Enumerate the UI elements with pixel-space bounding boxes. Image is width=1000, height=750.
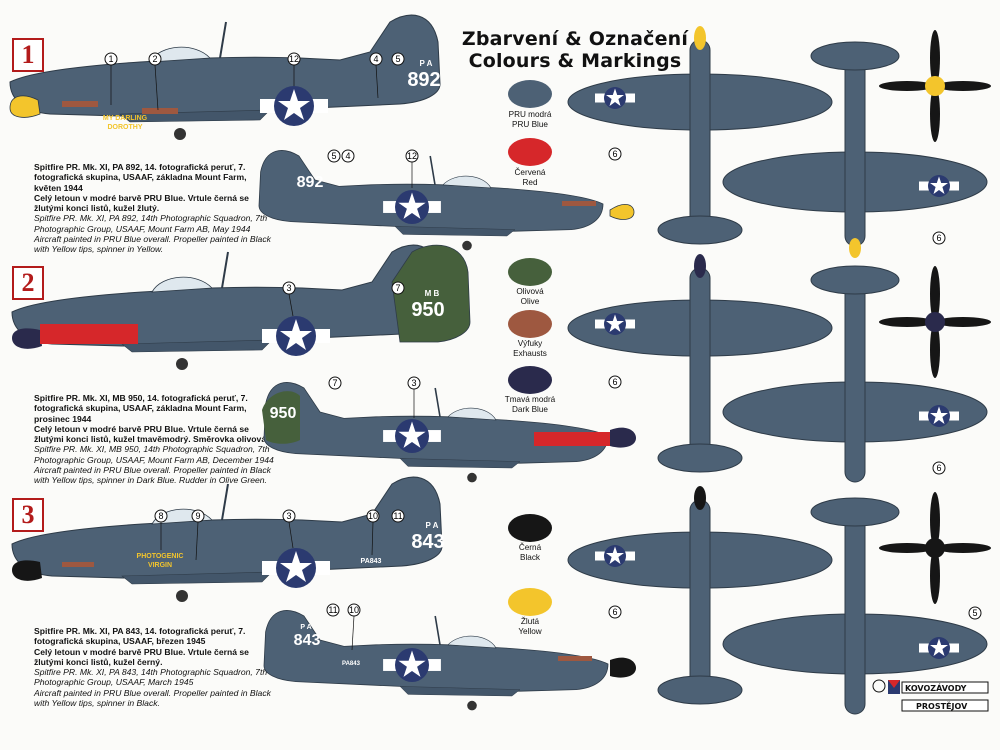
top-views: 6 6 6 [567,26,833,705]
svg-text:P A: P A [420,59,433,68]
scheme-badge-2: 2 [12,266,44,300]
svg-text:PHOTOGENIC: PHOTOGENIC [137,553,184,560]
title-english: Colours & Markings [468,50,682,72]
scheme-2-description: Spitfire PR. Mk. XI, MB 950, 14. fotogra… [34,393,274,486]
svg-text:11: 11 [393,511,402,521]
svg-text:M B: M B [425,289,440,298]
svg-text:11: 11 [328,605,337,615]
propeller-1 [879,30,991,142]
title-czech: Zbarvení & Označení [461,28,689,50]
svg-text:P A: P A [300,624,311,631]
scheme-3-description: Spitfire PR. Mk. XI, PA 843, 14. fotogra… [34,626,271,709]
svg-text:VIRGIN: VIRGIN [148,562,172,569]
svg-text:6: 6 [612,607,617,617]
svg-text:4: 4 [345,151,350,161]
svg-text:892: 892 [297,174,324,191]
swatch-red [508,138,552,166]
swatch-olive [508,258,552,286]
scheme-2-left-profile: 950 M B 3 7 [11,244,471,371]
scheme-badge-3: 3 [12,498,44,532]
svg-text:6: 6 [612,377,617,387]
svg-text:8: 8 [158,511,163,521]
logo-emblem-icon [872,679,989,712]
svg-text:5: 5 [331,151,336,161]
scheme-1-left-profile: MY DARLING DOROTHY 892 P A [9,14,441,141]
swatch-pru-blue [508,80,552,108]
svg-text:3: 3 [286,511,291,521]
scheme-2-right-profile: 950 7 3 [262,376,636,484]
aircraft-code-892: 892 [407,69,440,91]
swatch-yellow [508,588,552,616]
svg-text:843: 843 [294,632,321,649]
scheme-1-right-profile: 892 5 4 12 [258,149,635,252]
svg-text:3: 3 [286,283,291,293]
svg-text:6: 6 [612,149,617,159]
svg-text:2: 2 [152,54,157,64]
svg-text:1: 1 [108,54,113,64]
logo-line-2: PROSTĚJOV [916,702,968,711]
svg-text:4: 4 [373,54,378,64]
svg-text:12: 12 [289,54,299,64]
svg-text:5: 5 [395,54,400,64]
scheme-1-callouts: 1 2 12 4 5 [104,52,405,111]
svg-text:5: 5 [972,608,977,618]
svg-text:3: 3 [411,378,416,388]
svg-text:PA843: PA843 [361,558,382,565]
logo-line-1: KOVOZÁVODY [905,684,967,693]
scheme-badge-1: 1 [12,38,44,72]
svg-text:843: 843 [411,531,444,553]
svg-text:10: 10 [349,605,359,615]
svg-text:12: 12 [407,151,417,161]
svg-text:PA843: PA843 [342,661,361,667]
svg-text:7: 7 [332,378,337,388]
swatch-exhausts [508,310,552,338]
propeller-2 [879,266,991,378]
svg-text:950: 950 [270,405,297,422]
scheme-3-left-profile: PHOTOGENIC VIRGIN PA843 843 P A 8 9 3 10… [11,476,445,603]
manufacturer-logo: KOVOZÁVODY PROSTĚJOV [872,676,992,726]
swatch-black [508,514,552,542]
svg-text:P A: P A [426,521,439,530]
scheme-3-right-profile: PA843 843 P A 11 10 [263,603,636,712]
svg-text:10: 10 [368,511,378,521]
scheme-1-description: Spitfire PR. Mk. XI, PA 892, 14. fotogra… [34,162,271,255]
svg-text:7: 7 [395,283,400,293]
svg-text:9: 9 [195,511,200,521]
nose-art-1: MY DARLING [103,115,148,122]
underside-views: 6 6 5 [722,41,988,715]
svg-text:6: 6 [936,463,941,473]
svg-text:DOROTHY: DOROTHY [108,124,143,131]
page-title: Zbarvení & Označení Colours & Markings [450,28,700,72]
svg-text:950: 950 [411,299,444,321]
swatch-dark-blue [508,366,552,394]
propeller-3 [879,492,991,604]
svg-text:6: 6 [936,233,941,243]
